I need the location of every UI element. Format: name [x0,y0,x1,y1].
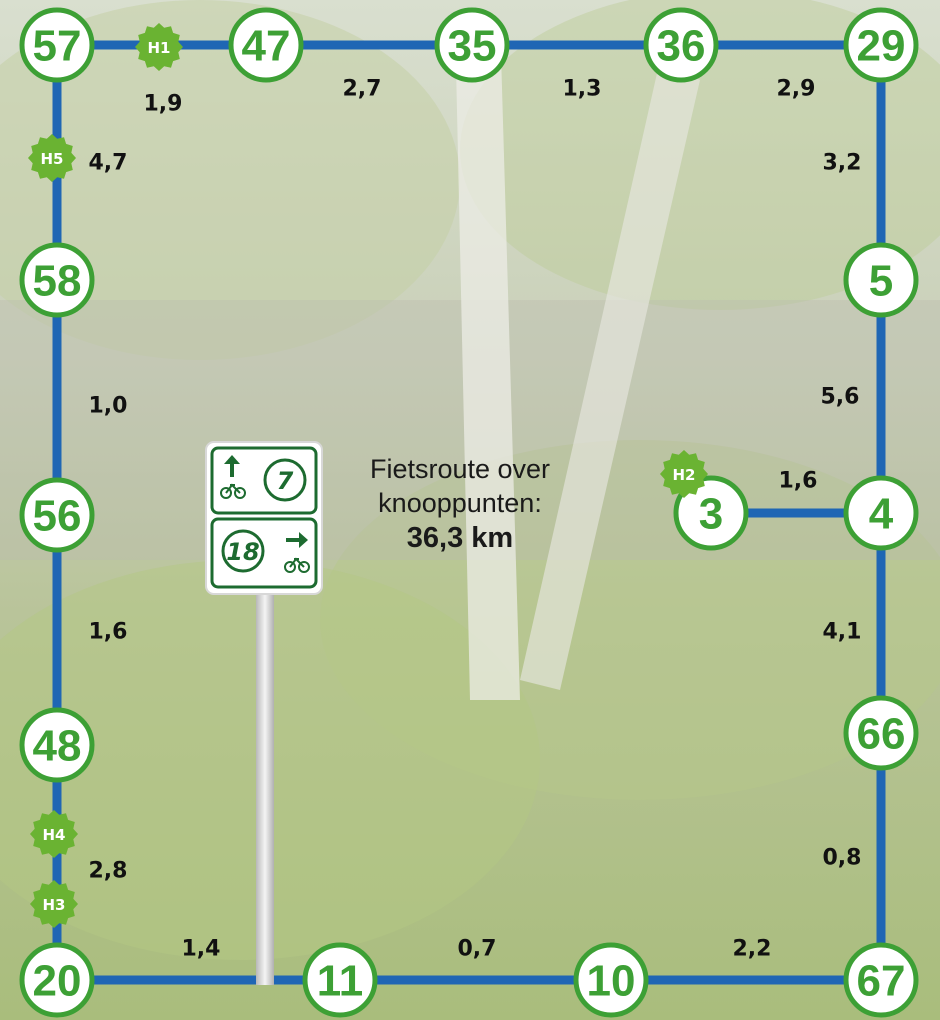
junction-node-label: 29 [857,22,906,71]
route-total-distance: 36,3 km [330,520,590,556]
junction-node-label: 4 [869,490,894,539]
distance-label-36-29: 2,9 [777,77,816,102]
distance-label-48-56: 1,6 [89,620,128,645]
distance-label-56-58: 1,0 [89,394,128,419]
junction-node-label: 57 [33,22,82,71]
distance-label-67-10: 2,2 [733,937,772,962]
junction-node-label: 3 [699,490,723,539]
junction-node-35[interactable]: 35 [437,10,507,80]
junction-node-57[interactable]: 57 [22,10,92,80]
distance-label-20-48: 2,8 [89,859,128,884]
junction-node-4[interactable]: 4 [846,478,916,548]
junction-node-10[interactable]: 10 [576,945,646,1015]
junction-node-label: 35 [448,22,497,71]
highlight-badge-label: H5 [41,150,64,168]
distance-label-47-35: 2,7 [343,77,382,102]
distance-label-66-67: 0,8 [823,846,862,871]
highlight-badge-label: H2 [673,466,696,484]
distance-label-29-5: 3,2 [823,151,862,176]
highlight-badge-label: H1 [148,39,171,57]
distance-label-4-66: 4,1 [823,620,862,645]
route-summary: Fietsroute over knooppunten: 36,3 km [330,452,590,556]
junction-node-label: 36 [657,22,706,71]
highlight-badge-label: H3 [43,896,66,914]
distance-label-4-3: 1,6 [779,469,818,494]
sign-node-7-label: 7 [277,467,294,495]
junction-node-11[interactable]: 11 [305,945,375,1015]
junction-node-36[interactable]: 36 [646,10,716,80]
junction-node-label: 5 [869,257,893,306]
distance-label-57-47: 1,9 [144,92,183,117]
junction-node-29[interactable]: 29 [846,10,916,80]
route-summary-line-2: knooppunten: [330,486,590,520]
distance-label-11-20: 1,4 [182,937,221,962]
junction-node-label: 67 [857,957,906,1006]
junction-node-67[interactable]: 67 [846,945,916,1015]
distance-label-35-36: 1,3 [563,77,602,102]
sign-node-18-label: 18 [226,538,259,566]
distance-label-10-11: 0,7 [458,937,497,962]
junction-node-label: 20 [33,957,82,1006]
junction-node-66[interactable]: 66 [846,698,916,768]
junction-node-label: 10 [587,957,636,1006]
distance-label-5-4: 5,6 [821,385,860,410]
junction-node-label: 58 [33,257,82,306]
junction-node-56[interactable]: 56 [22,480,92,550]
junction-node-58[interactable]: 58 [22,245,92,315]
junction-node-label: 56 [33,492,82,541]
junction-node-47[interactable]: 47 [231,10,301,80]
junction-node-5[interactable]: 5 [846,245,916,315]
junction-node-label: 47 [242,22,291,71]
junction-node-label: 66 [857,710,906,759]
junction-node-label: 48 [33,722,82,771]
signpost-pole [256,585,274,985]
route-summary-line-1: Fietsroute over [330,452,590,486]
junction-node-20[interactable]: 20 [22,945,92,1015]
junction-node-48[interactable]: 48 [22,710,92,780]
highlight-badge-label: H4 [43,826,66,844]
distance-label-58-57: 4,7 [89,151,128,176]
junction-node-label: 11 [317,957,364,1006]
